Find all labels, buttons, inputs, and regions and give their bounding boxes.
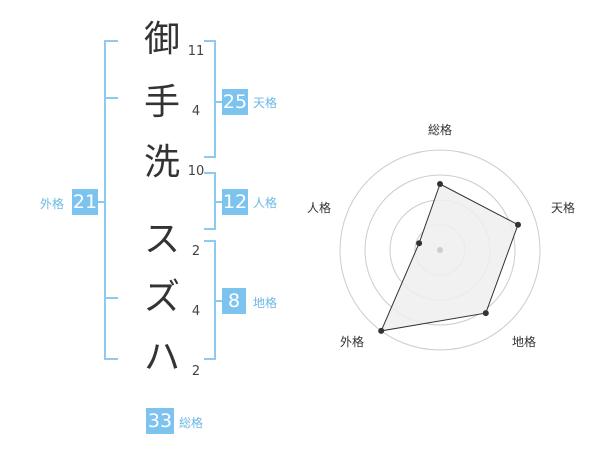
radar-point-5 <box>416 240 423 247</box>
name-char-1: 御 <box>143 19 180 60</box>
radar-center-point <box>437 247 443 253</box>
stroke-count-4: 2 <box>191 244 201 259</box>
radar-axis-label-tenkaku: 天格 <box>550 201 575 215</box>
tenkaku-value-badge: 25 <box>222 89 248 115</box>
radar-ring <box>339 149 541 351</box>
stroke-count-2: 4 <box>191 104 201 119</box>
radar-point-4 <box>378 327 385 334</box>
radar-axis-label-jinkaku: 人格 <box>306 201 331 215</box>
name-char-2: 手 <box>143 82 180 123</box>
name-char-4: ス <box>143 219 180 260</box>
radar-point-1 <box>437 181 443 187</box>
radar-ring <box>364 174 516 326</box>
radar-point-2 <box>515 221 521 228</box>
tenkaku-label: 天格 <box>253 96 278 110</box>
name-char-3: 洗 <box>143 142 180 183</box>
radar-axis-label-gaikaku: 外格 <box>339 335 364 349</box>
stroke-count-5: 4 <box>191 304 201 319</box>
radar-point-3 <box>482 310 489 317</box>
stroke-count-1: 11 <box>187 44 205 59</box>
stroke-count-3: 10 <box>187 164 205 179</box>
jinkaku-value-badge: 12 <box>222 189 248 215</box>
radar-axis-label-soukaku: 総格 <box>427 123 452 137</box>
gaikaku-value-badge: 21 <box>72 189 98 215</box>
soukaku-label: 総格 <box>179 416 204 430</box>
chikaku-value-badge: 8 <box>222 288 246 314</box>
jinkaku-label: 人格 <box>253 196 278 210</box>
name-char-6: ハ <box>143 337 180 378</box>
soukaku-value-badge: 33 <box>146 408 174 434</box>
radar-value-polygon <box>380 183 519 332</box>
stroke-count-6: 2 <box>191 364 201 379</box>
radar-axis-label-chikaku: 地格 <box>511 335 536 349</box>
chikaku-label: 地格 <box>253 296 278 310</box>
gaikaku-label: 外格 <box>40 197 65 211</box>
name-char-5: ズ <box>143 277 180 318</box>
